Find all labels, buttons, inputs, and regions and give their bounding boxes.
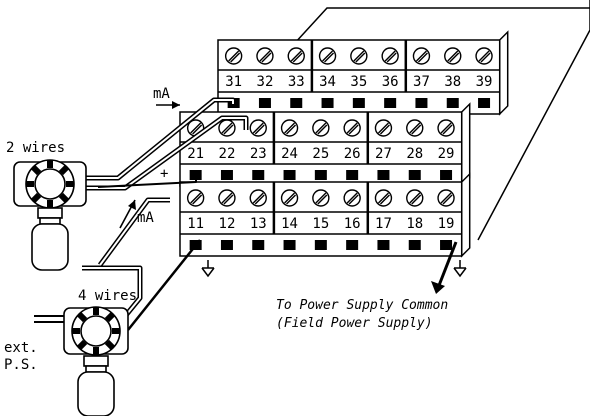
terminal-number: 16 xyxy=(344,216,361,232)
terminal-pad xyxy=(408,240,421,250)
screw-icon xyxy=(343,119,361,137)
terminal-pad xyxy=(408,170,421,180)
terminal-pad xyxy=(346,170,359,180)
terminal-pad xyxy=(478,98,491,108)
terminal-pad xyxy=(314,170,327,180)
terminal-pad xyxy=(377,170,390,180)
screw-icon xyxy=(406,189,424,207)
terminal-number: 13 xyxy=(250,216,267,232)
screw-icon xyxy=(249,189,267,207)
screw-icon xyxy=(437,189,455,207)
terminal-pad xyxy=(314,240,327,250)
wire-to-21 xyxy=(97,172,197,188)
terminal-pad xyxy=(446,98,459,108)
screw-icon xyxy=(312,189,330,207)
screw-icon xyxy=(256,47,274,65)
terminal-number: 15 xyxy=(312,216,329,232)
note-field-power-supply: (Field Power Supply) xyxy=(276,316,433,331)
label-ma-mid: mA xyxy=(137,210,154,226)
terminal-number: 21 xyxy=(187,146,204,162)
label-plus: + xyxy=(160,166,168,182)
terminal-pad xyxy=(440,240,453,250)
screw-icon xyxy=(312,119,330,137)
terminal-number: 29 xyxy=(438,146,455,162)
terminal-number: 34 xyxy=(319,74,336,90)
terminal-pad xyxy=(377,240,390,250)
terminal-number: 26 xyxy=(344,146,361,162)
terminal-pad xyxy=(220,240,233,250)
terminal-pad xyxy=(415,98,428,108)
screw-icon xyxy=(224,47,243,65)
cable-4wire xyxy=(97,197,170,267)
terminal-pad xyxy=(283,170,296,180)
terminal-pad xyxy=(440,170,453,180)
ground-icon xyxy=(453,260,467,278)
screw-icon xyxy=(280,119,299,137)
screw-icon xyxy=(374,189,393,207)
screw-icon xyxy=(218,119,236,137)
terminal-number: 35 xyxy=(350,74,367,90)
terminal-number: 11 xyxy=(187,216,204,232)
terminal-number: 31 xyxy=(225,74,242,90)
screw-icon xyxy=(280,189,299,207)
terminal-pad xyxy=(283,240,296,250)
terminal-number: 23 xyxy=(250,146,267,162)
terminal-pad xyxy=(252,170,265,180)
screw-icon xyxy=(318,47,337,65)
terminal-pad xyxy=(290,98,303,108)
transmitter-icon xyxy=(63,306,129,416)
screw-icon xyxy=(381,47,399,65)
terminal-pad xyxy=(346,240,359,250)
label-ext-ps-1: ext. xyxy=(4,340,38,356)
terminal-number: 25 xyxy=(312,146,329,162)
terminal-number: 22 xyxy=(219,146,236,162)
terminal-pad xyxy=(220,170,233,180)
ground-icon xyxy=(201,260,215,278)
screw-icon xyxy=(287,47,305,65)
terminal-pad xyxy=(321,98,334,108)
screw-icon xyxy=(186,189,205,207)
terminal-number: 24 xyxy=(281,146,298,162)
transmitter-icon xyxy=(13,159,87,271)
label-ext-ps-2: P.S. xyxy=(4,357,38,373)
terminal-block: 31 32 33 34 35 36 37 38 39 21 22 23 24 25 26 27 28 29 11 12… xyxy=(179,30,509,258)
terminal-number: 27 xyxy=(375,146,392,162)
psc-arrow xyxy=(436,241,458,289)
screw-icon xyxy=(249,119,267,137)
screw-icon xyxy=(406,119,424,137)
terminal-number: 32 xyxy=(257,74,274,90)
terminal-number: 38 xyxy=(444,74,461,90)
terminal-number: 14 xyxy=(281,216,298,232)
screw-icon xyxy=(437,119,455,137)
terminal-number: 33 xyxy=(288,74,305,90)
terminal-number: 37 xyxy=(413,74,430,90)
label-four-wires: 4 wires xyxy=(78,288,137,304)
screw-icon xyxy=(475,47,493,65)
terminal-pad xyxy=(352,98,365,108)
terminal-row-top: 31 32 33 34 35 36 37 38 39 xyxy=(217,30,509,116)
terminal-pad xyxy=(252,240,265,250)
screw-icon xyxy=(343,189,361,207)
terminal-number: 39 xyxy=(476,74,493,90)
screw-icon xyxy=(412,47,431,65)
terminal-number: 36 xyxy=(382,74,399,90)
terminal-row-bottom: 11 12 13 14 15 16 17 18 19 xyxy=(179,172,471,258)
terminal-pad xyxy=(384,98,397,108)
terminal-number: 17 xyxy=(375,216,392,232)
terminal-row-middle: 21 22 23 24 25 26 27 28 29 xyxy=(179,102,471,188)
screw-icon xyxy=(374,119,393,137)
screw-icon xyxy=(444,47,462,65)
terminal-number: 28 xyxy=(406,146,423,162)
screw-icon xyxy=(350,47,368,65)
screw-icon xyxy=(218,189,236,207)
terminal-number: 18 xyxy=(406,216,423,232)
terminal-pad xyxy=(258,98,271,108)
label-two-wires: 2 wires xyxy=(6,140,65,156)
terminal-number: 19 xyxy=(438,216,455,232)
label-ma-top: mA xyxy=(153,86,170,102)
note-power-supply-common: To Power Supply Common xyxy=(276,298,448,313)
terminal-number: 12 xyxy=(219,216,236,232)
wire-to-11 xyxy=(127,239,201,331)
